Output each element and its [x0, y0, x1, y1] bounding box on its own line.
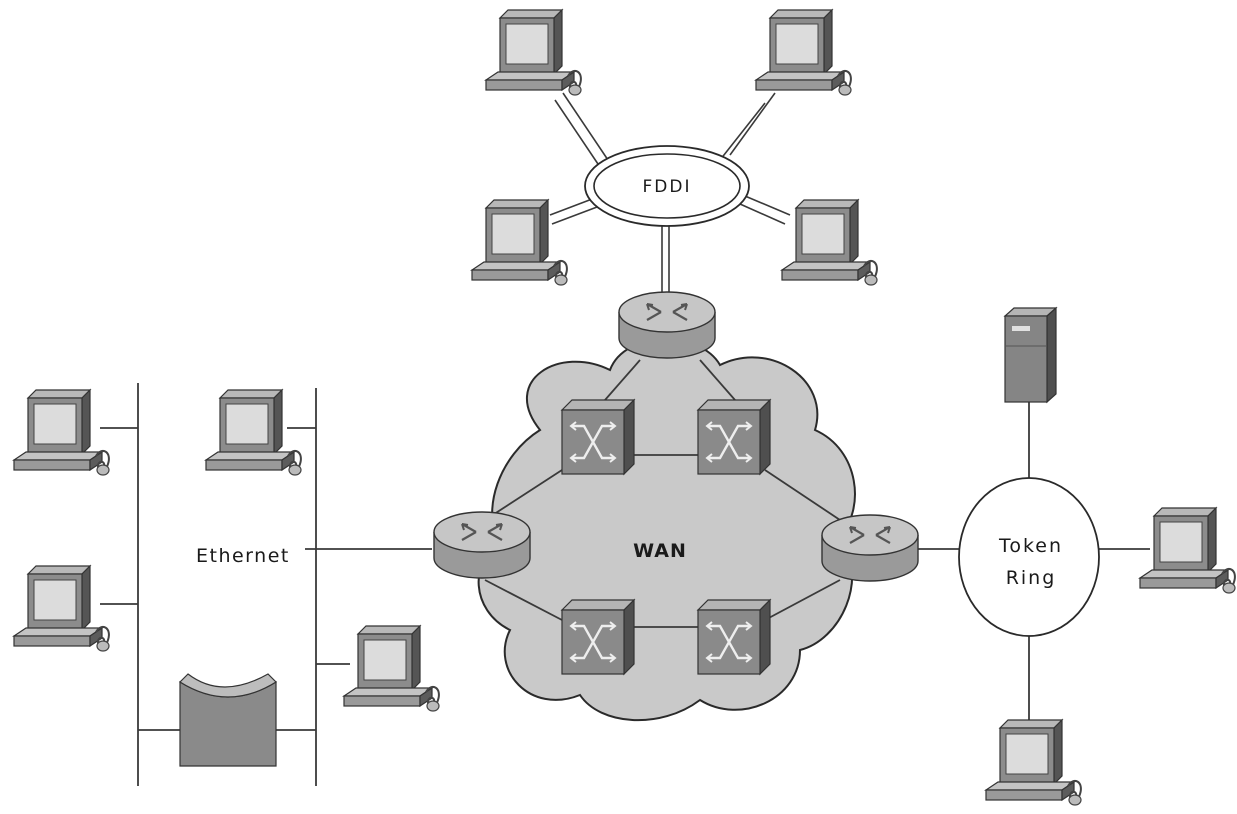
fddi-label: FDDI	[643, 177, 692, 197]
workstation-icon-fddi-mid-left	[471, 199, 568, 286]
router-icon-ethernet	[432, 510, 532, 580]
wan-links	[484, 359, 841, 628]
workstation-icon-token-ring-bottom	[985, 719, 1082, 806]
atm-switch-icon-bottom-right	[696, 598, 772, 676]
token-ring-links	[918, 402, 1150, 720]
workstation-icon-fddi-top-left	[485, 9, 582, 96]
workstation-icon-ethernet-3	[205, 389, 302, 476]
workstation-icon-ethernet-1	[13, 389, 110, 476]
token-ring-label-line1: Token	[998, 535, 1063, 557]
atm-switch-icon-top-left	[560, 398, 636, 476]
workstation-icon-fddi-mid-right	[781, 199, 878, 286]
token-ring-label-line2: Ring	[1006, 567, 1057, 589]
ethernet-taps	[100, 427, 432, 731]
wan-label: WAN	[633, 540, 687, 562]
workstation-icon-ethernet-4	[343, 625, 440, 712]
workstation-icon-token-ring-right	[1139, 507, 1236, 594]
router-icon-token-ring	[820, 513, 920, 583]
workstation-icon-fddi-top-right	[755, 9, 852, 96]
links	[100, 92, 1150, 786]
router-icon-fddi	[617, 290, 717, 360]
wan-cloud	[477, 338, 856, 722]
ethernet-label: Ethernet	[196, 545, 290, 567]
atm-switch-icon-top-right	[696, 398, 772, 476]
server-icon	[1003, 306, 1058, 404]
workstation-icon-ethernet-2	[13, 565, 110, 652]
atm-switch-icon-bottom-left	[560, 598, 636, 676]
token-ring: Token Ring	[958, 477, 1100, 637]
fddi-ring: FDDI	[584, 145, 750, 227]
storage-icon	[179, 673, 277, 767]
fddi-spokes	[549, 92, 791, 300]
